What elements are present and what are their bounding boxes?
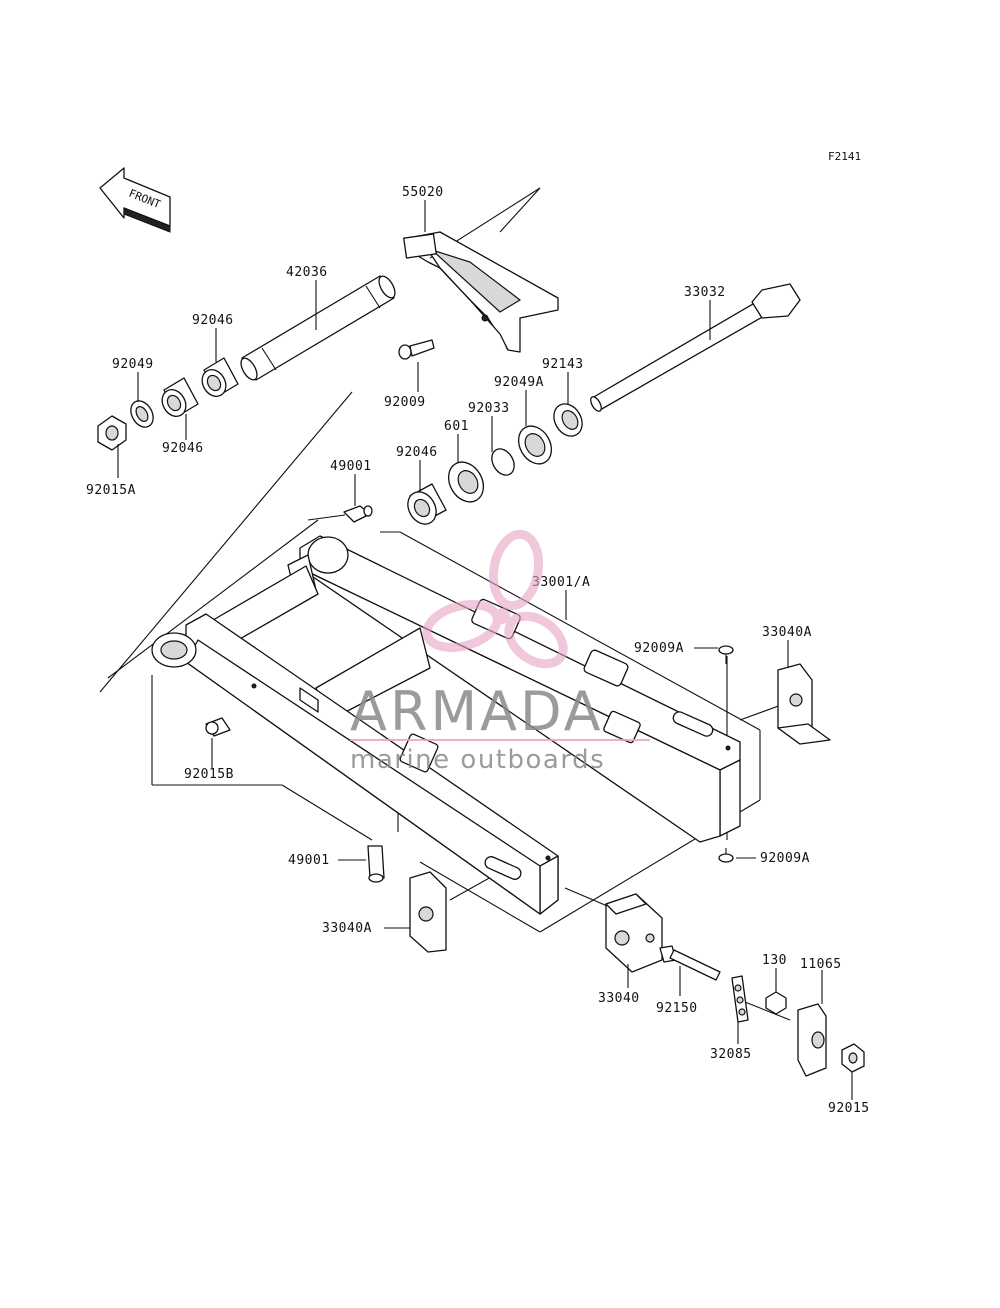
propeller-logo-icon: [422, 529, 568, 669]
watermark-brand: ARMADA: [350, 680, 604, 743]
collar-tube: [240, 275, 396, 381]
part-label: 92046: [192, 313, 234, 328]
part-label: 92015B: [184, 767, 234, 782]
chain-adjuster-block: [605, 893, 663, 973]
watermark-tagline: marine outboards: [350, 745, 605, 775]
part-label: 92049A: [494, 375, 544, 390]
chain-adjuster-plate-upper: [777, 663, 831, 745]
part-label: 92046: [396, 445, 438, 460]
part-label: 601: [444, 419, 469, 434]
part-label: 32085: [710, 1047, 752, 1062]
grease-nipple-upper: [343, 505, 373, 523]
plate-32085: [731, 975, 749, 1023]
bracket-11065: [797, 1003, 827, 1077]
part-label: 92015A: [86, 483, 136, 498]
screw-92009a-lower: [718, 848, 734, 863]
part-label: 92033: [468, 401, 510, 416]
part-label: 33040: [598, 991, 640, 1006]
part-label: 92009A: [634, 641, 684, 656]
part-label: 42036: [286, 265, 328, 280]
screw-92009a-upper: [718, 645, 734, 664]
part-labels: 55020 42036 33032 92046 92049 92046 9201…: [86, 185, 870, 1116]
figure-code: F2141: [828, 150, 861, 163]
part-label: 33040A: [762, 625, 812, 640]
chain-adjuster-plate-lower: [409, 871, 447, 953]
front-arrow-icon: FRONT: [99, 167, 171, 233]
part-label: 33032: [684, 285, 726, 300]
ball-bearing-601: [447, 461, 485, 503]
grease-nipple-lower: [367, 845, 385, 883]
part-label: 92009A: [760, 851, 810, 866]
bolt-92009: [398, 339, 435, 360]
label-leader-lines: [117, 200, 853, 1100]
adjuster-bolt-92150: [659, 945, 721, 981]
bolt-92015b: [205, 717, 231, 737]
part-label: 11065: [800, 957, 842, 972]
nut-92015: [841, 1043, 865, 1073]
part-label: 92015: [828, 1101, 870, 1116]
collar-92143: [553, 403, 583, 437]
part-label: 92150: [656, 1001, 698, 1016]
part-label: 49001: [288, 853, 330, 868]
part-label: 55020: [402, 185, 444, 200]
pivot-shaft: [590, 283, 801, 412]
part-label: 92143: [542, 357, 584, 372]
nut-130: [765, 991, 787, 1015]
armada-watermark: ARMADA marine outboards: [350, 529, 650, 775]
chain-guide: [403, 231, 559, 353]
part-label: 49001: [330, 459, 372, 474]
part-label: 130: [762, 953, 787, 968]
seal-92049: [130, 400, 154, 428]
seal-92049a: [517, 425, 553, 465]
needle-bearing-right: [407, 483, 447, 525]
part-label: 33001/A: [532, 575, 590, 590]
circlip-92033: [491, 448, 515, 476]
nut-92015a: [97, 415, 127, 451]
part-label: 92009: [384, 395, 426, 410]
needle-bearing-lower: [161, 377, 199, 417]
part-label: 92046: [162, 441, 204, 456]
needle-bearing-upper: [201, 357, 239, 397]
part-label: 92049: [112, 357, 154, 372]
part-label: 33040A: [322, 921, 372, 936]
